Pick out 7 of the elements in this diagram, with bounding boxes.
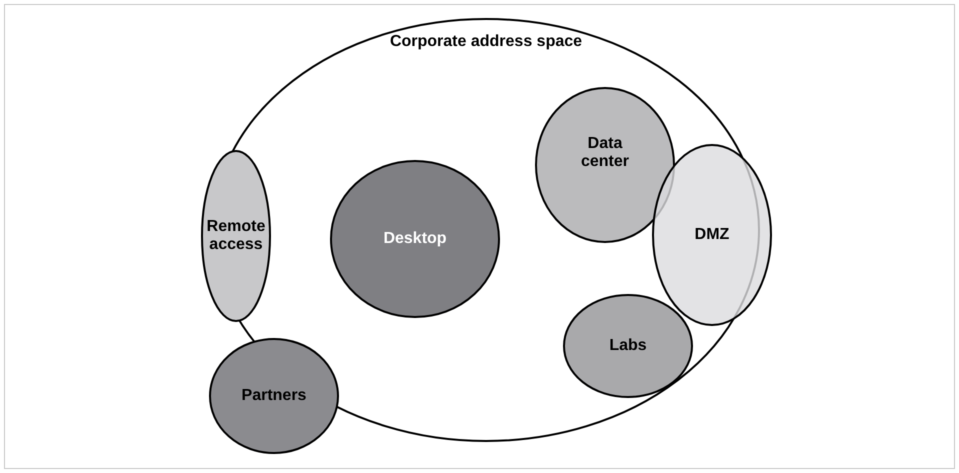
region-label: Desktop xyxy=(382,230,448,248)
region-label: Remote access xyxy=(206,218,266,254)
region-label: Corporate address space xyxy=(388,33,584,51)
region-label: Data center xyxy=(580,135,630,171)
region-label: Labs xyxy=(608,337,648,355)
region-label: Partners xyxy=(240,387,308,405)
region-label: DMZ xyxy=(694,226,730,244)
